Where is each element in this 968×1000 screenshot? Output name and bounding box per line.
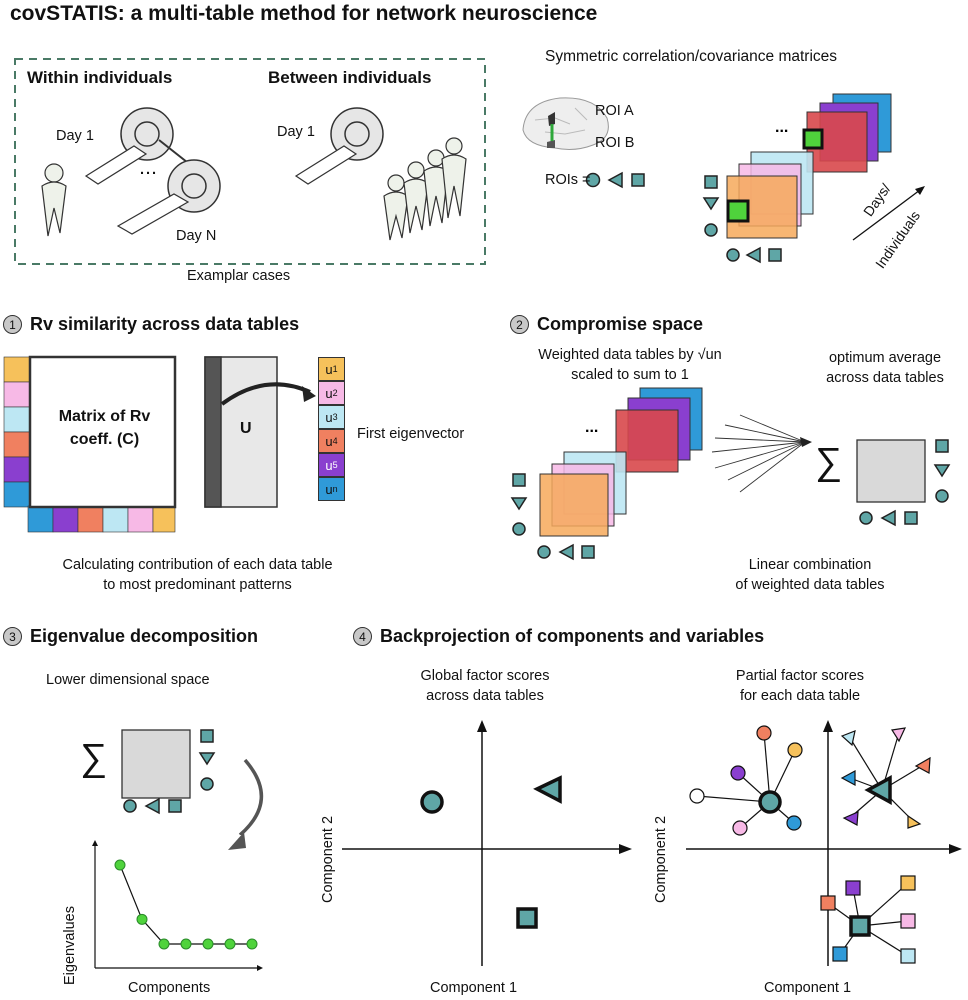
rv-matrix-label: Matrix of Rv coeff. (C): [32, 405, 177, 451]
optimum-caption-line2: across data tables: [826, 370, 944, 386]
optimum-caption-line1: optimum average: [828, 350, 942, 366]
partial-caption-line2: for each data table: [739, 688, 861, 704]
matrix-highlight-cell: [802, 128, 824, 150]
scree-point: [136, 913, 148, 925]
weighted-caption-line2: scaled to sum to 1: [571, 367, 689, 383]
scree-point: [114, 859, 126, 871]
scree-point: [246, 938, 258, 950]
rv-matrix-label-line1: Matrix of Rv: [58, 408, 151, 425]
u-matrix-label: U: [240, 420, 252, 437]
partial-caption: Partial factor scores for each data tabl…: [700, 666, 900, 706]
section2-title: Compromise space: [537, 314, 704, 334]
brain-icon: [522, 97, 609, 150]
roi-circle-icon: [585, 172, 601, 188]
scree-plot: [92, 840, 263, 971]
lowdim-diagram: [121, 729, 263, 835]
sigma-icon: ∑: [80, 737, 108, 779]
rv-matrix-label-line2: coeff. (C): [69, 431, 140, 448]
section1-title: Rv similarity across data tables: [30, 314, 300, 334]
section2-heading: 2 Compromise space: [510, 314, 703, 335]
sigma-icon: ∑: [815, 441, 843, 483]
section1-caption: Calculating contribution of each data ta…: [0, 555, 395, 595]
dayN-scanner-icon: [116, 159, 221, 235]
day1-label: Day 1: [56, 128, 94, 144]
components-axis-label: Components: [128, 980, 211, 996]
scree-point: [224, 938, 236, 950]
days-ellipsis: ...: [140, 162, 159, 178]
eigenvalues-axis-label: Eigenvalues: [62, 906, 78, 985]
exemplar-box: [14, 58, 486, 265]
matrices-title: Symmetric correlation/covariance matrice…: [545, 48, 838, 65]
component2b-axis-label: Component 2: [653, 815, 669, 903]
partial-caption-line1: Partial factor scores: [735, 668, 865, 684]
component1-axis-label: Component 1: [430, 980, 518, 996]
section4-number: 4: [353, 627, 372, 646]
within-individuals-label: Within individuals: [27, 68, 173, 87]
global-triangle-point: [533, 775, 562, 804]
compromise-ellipsis: ...: [585, 419, 598, 436]
global-circle-point: [420, 790, 444, 814]
curved-arrow-head: [228, 832, 246, 850]
section4-title: Backprojection of components and variabl…: [380, 626, 765, 646]
section1-caption-line2: to most predominant patterns: [103, 577, 292, 593]
roi-a-label: ROI A: [595, 103, 634, 119]
between-individuals-label: Between individuals: [268, 68, 432, 87]
section1-caption-line1: Calculating contribution of each data ta…: [62, 557, 333, 573]
roi-b-label: ROI B: [595, 135, 635, 151]
exemplar-caption: Examplar cases: [187, 268, 291, 284]
matrix-ellipsis: ...: [775, 119, 788, 136]
person-icon: [41, 163, 67, 237]
first-eigenvector-label: First eigenvector: [357, 426, 465, 442]
section4-heading: 4 Backprojection of components and varia…: [353, 626, 764, 647]
global-caption-line1: Global factor scores: [420, 668, 550, 684]
rv-matrix-diagram: [3, 355, 316, 533]
day1-scanner-icon: [84, 107, 174, 185]
component1b-axis-label: Component 1: [764, 980, 852, 996]
rois-label: ROIs =: [545, 172, 591, 188]
dayN-label: Day N: [176, 228, 217, 244]
weighted-caption: Weighted data tables by √un scaled to su…: [505, 345, 755, 385]
roi-square-icon: [631, 173, 645, 187]
day1-between-label: Day 1: [277, 124, 315, 140]
global-square-point: [516, 907, 538, 929]
partial-factor-plot: [686, 720, 962, 966]
matrices-illustration: ...: [522, 93, 925, 264]
linear-caption-line1: Linear combination: [748, 557, 872, 573]
matrix-highlight-cell: [726, 199, 750, 223]
people-group-icon: [383, 137, 467, 241]
exemplar-figures: [41, 107, 467, 241]
roi-triangle-icon: [607, 171, 623, 189]
weighted-caption-line1: Weighted data tables by √un: [538, 347, 722, 363]
lower-dim-caption: Lower dimensional space: [46, 672, 210, 688]
section1-number: 1: [3, 315, 22, 334]
component2-axis-label: Component 2: [320, 815, 336, 903]
section3-heading: 3 Eigenvalue decomposition: [3, 626, 258, 647]
scree-point: [158, 938, 170, 950]
between-scanner-icon: [294, 107, 384, 185]
global-caption: Global factor scores across data tables: [375, 666, 595, 706]
section3-number: 3: [3, 627, 22, 646]
global-factor-plot: [342, 720, 632, 966]
section2-number: 2: [510, 315, 529, 334]
linear-caption: Linear combination of weighted data tabl…: [700, 555, 920, 595]
global-caption-line2: across data tables: [426, 688, 544, 704]
page-title: covSTATIS: a multi-table method for netw…: [10, 2, 598, 25]
section3-title: Eigenvalue decomposition: [30, 626, 259, 646]
compromise-diagram: ...: [510, 387, 951, 561]
scree-point: [202, 938, 214, 950]
scree-point: [180, 938, 192, 950]
optimum-caption: optimum average across data tables: [810, 348, 960, 388]
linear-caption-line2: of weighted data tables: [735, 577, 885, 593]
section1-heading: 1 Rv similarity across data tables: [3, 314, 299, 335]
